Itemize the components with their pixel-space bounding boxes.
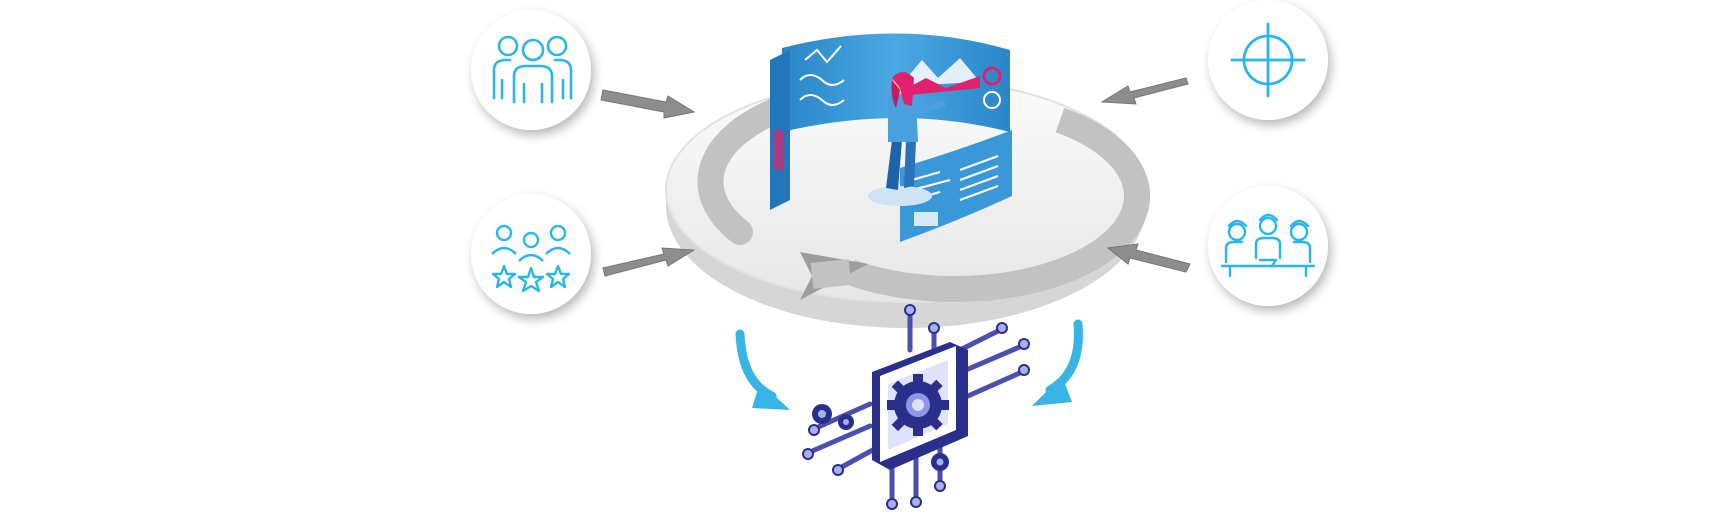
processor-chip [802, 304, 1030, 510]
arrow-from-meeting [1106, 243, 1191, 273]
chip-gear-icon [887, 374, 949, 436]
team-group-node [471, 10, 591, 130]
small-gear-icon [812, 404, 949, 471]
output-curved-arrows [735, 319, 1083, 410]
curved-arrow-left [735, 329, 777, 401]
curved-arrow-right [1045, 319, 1083, 395]
circuit-pads [802, 304, 1030, 510]
analyst-with-dashboard-screens [770, 33, 1012, 242]
arrow-from-target [1100, 77, 1189, 105]
arrow-from-team-group [600, 89, 696, 119]
meeting-node [1208, 186, 1328, 306]
star-rated-people-icon [491, 224, 571, 293]
rated-customers-node [471, 194, 591, 314]
circular-refresh-arrow [697, 89, 1150, 303]
crosshair-target-icon [1230, 22, 1306, 98]
input-arrows [600, 77, 1191, 277]
target-node [1208, 0, 1328, 120]
team-group-icon [492, 35, 573, 104]
arrow-from-rated-customers [602, 247, 696, 277]
meeting-table-icon [1220, 213, 1316, 278]
